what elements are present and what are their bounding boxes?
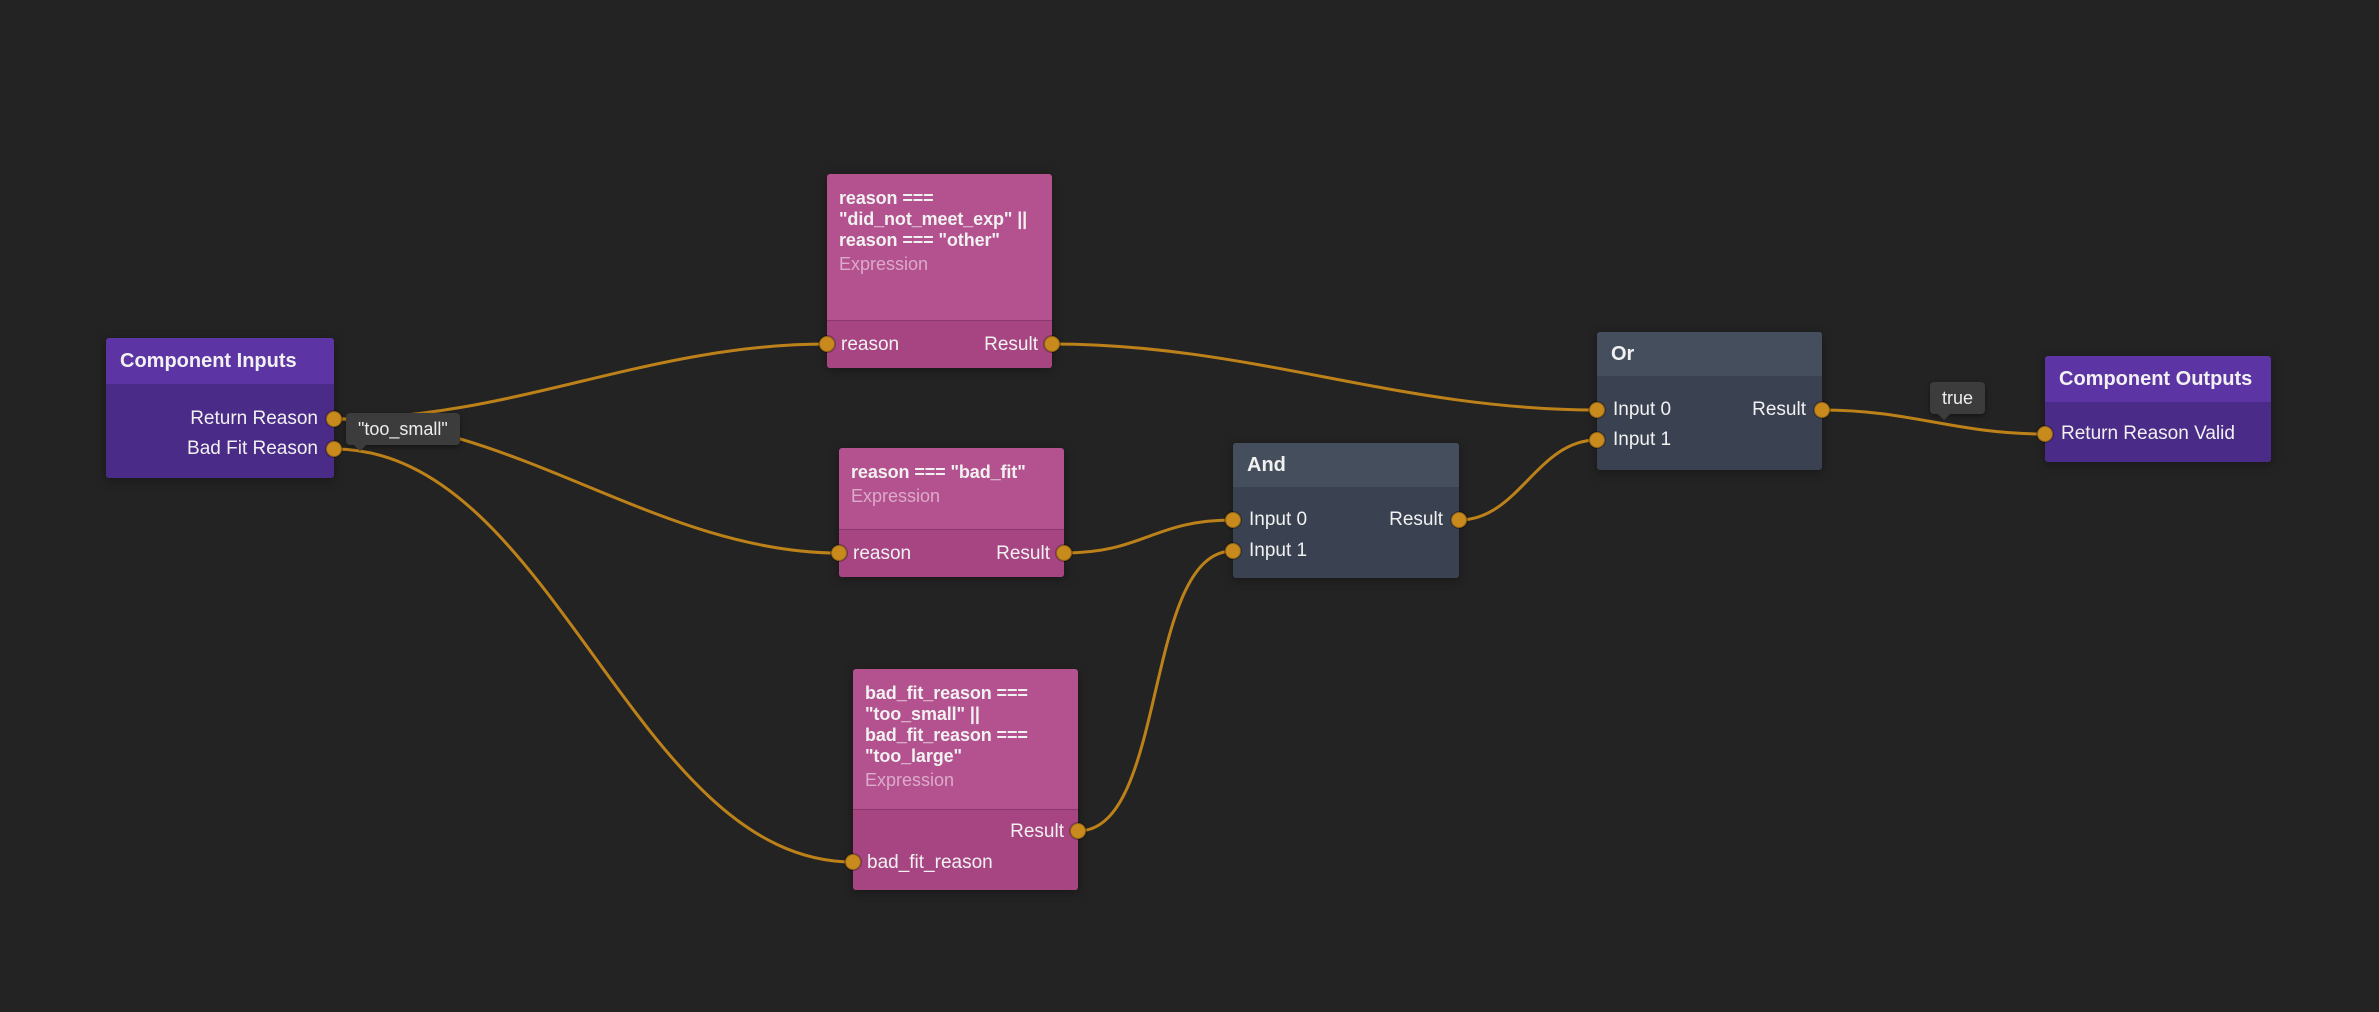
node-title[interactable]: Or (1597, 332, 1822, 376)
port-row: Input 0 Result (1613, 395, 1806, 425)
wire-value-tooltip-too-small: "too_small" (346, 413, 460, 452)
output-row: Bad Fit Reason (122, 434, 318, 464)
wire-expr-bad-fit-reason-to-and-input1[interactable] (1077, 549, 1234, 833)
expression-code[interactable]: bad_fit_reason === "too_small" || bad_fi… (865, 683, 1028, 766)
port-strip: reason Result (827, 320, 1052, 368)
node-or[interactable]: Or Input 0 Result Input 1 (1597, 332, 1822, 470)
output-port-label: Return Reason (190, 408, 318, 429)
node-expression-bad-fit-reason[interactable]: bad_fit_reason === "too_small" || bad_fi… (853, 669, 1078, 890)
wire-expr-bad-fit-to-and-input0[interactable] (1063, 518, 1234, 555)
tooltip-tail (352, 436, 368, 452)
input-port-label: Input 0 (1613, 399, 1672, 420)
output-port-label: Result (996, 543, 1050, 564)
wire-and-result-to-or-input1[interactable] (1458, 438, 1598, 522)
node-expression-bad-fit[interactable]: reason === "bad_fit" Expression reason R… (839, 448, 1064, 577)
node-component-inputs[interactable]: Component Inputs Return Reason Bad Fit R… (106, 338, 334, 478)
wire-bad-fit-reason-to-expr-bad-fit-reason[interactable] (333, 447, 854, 864)
node-title[interactable]: Component Inputs (106, 338, 334, 384)
node-title[interactable]: And (1233, 443, 1459, 487)
wire-value-tooltip-true: true (1930, 382, 1986, 421)
node-type-label: Expression (865, 770, 955, 790)
input-port-label: Input 0 (1249, 509, 1308, 530)
input-port-label: Input 1 (1249, 540, 1308, 561)
node-title[interactable]: Component Outputs (2045, 356, 2271, 402)
output-port-label: Result (984, 334, 1038, 355)
expression-code[interactable]: reason === "bad_fit" (851, 462, 1026, 482)
port-row: Input 1 (1613, 425, 1806, 455)
node-expression-did-not-meet[interactable]: reason === "did_not_meet_exp" || reason … (827, 174, 1052, 368)
wire-value-text: "too_small" (358, 419, 448, 439)
node-type-label: Expression (839, 254, 929, 274)
node-type-label: Expression (851, 486, 941, 506)
output-port-label: Result (1752, 399, 1806, 420)
input-port-label: Return Reason Valid (2061, 423, 2235, 444)
input-port-label: reason (853, 543, 912, 564)
wire-expr-did-not-meet-to-or-input0[interactable] (1051, 342, 1598, 412)
output-port-label: Result (1010, 821, 1064, 842)
expression-code[interactable]: reason === "did_not_meet_exp" || reason … (839, 188, 1028, 250)
port-strip: reason Result (839, 529, 1064, 577)
wire-value-text: true (1942, 388, 1974, 408)
output-port-label: Result (1389, 509, 1443, 530)
wire-return-reason-to-expr-did-not-meet[interactable] (333, 342, 828, 421)
output-row: Return Reason (122, 404, 318, 434)
input-port-label: reason (841, 334, 900, 355)
port-strip: Result bad_fit_reason (853, 809, 1078, 890)
port-row: Input 1 (1249, 536, 1443, 566)
tooltip-tail (1936, 405, 1952, 421)
node-component-outputs[interactable]: Component Outputs Return Reason Valid (2045, 356, 2271, 462)
output-port-label: Bad Fit Reason (187, 438, 318, 459)
input-port-label: bad_fit_reason (867, 852, 993, 873)
input-port-label: Input 1 (1613, 429, 1672, 450)
node-and[interactable]: And Input 0 Result Input 1 (1233, 443, 1459, 578)
port-row: Input 0 Result (1249, 505, 1443, 535)
input-row: Return Reason Valid (2061, 419, 2255, 449)
